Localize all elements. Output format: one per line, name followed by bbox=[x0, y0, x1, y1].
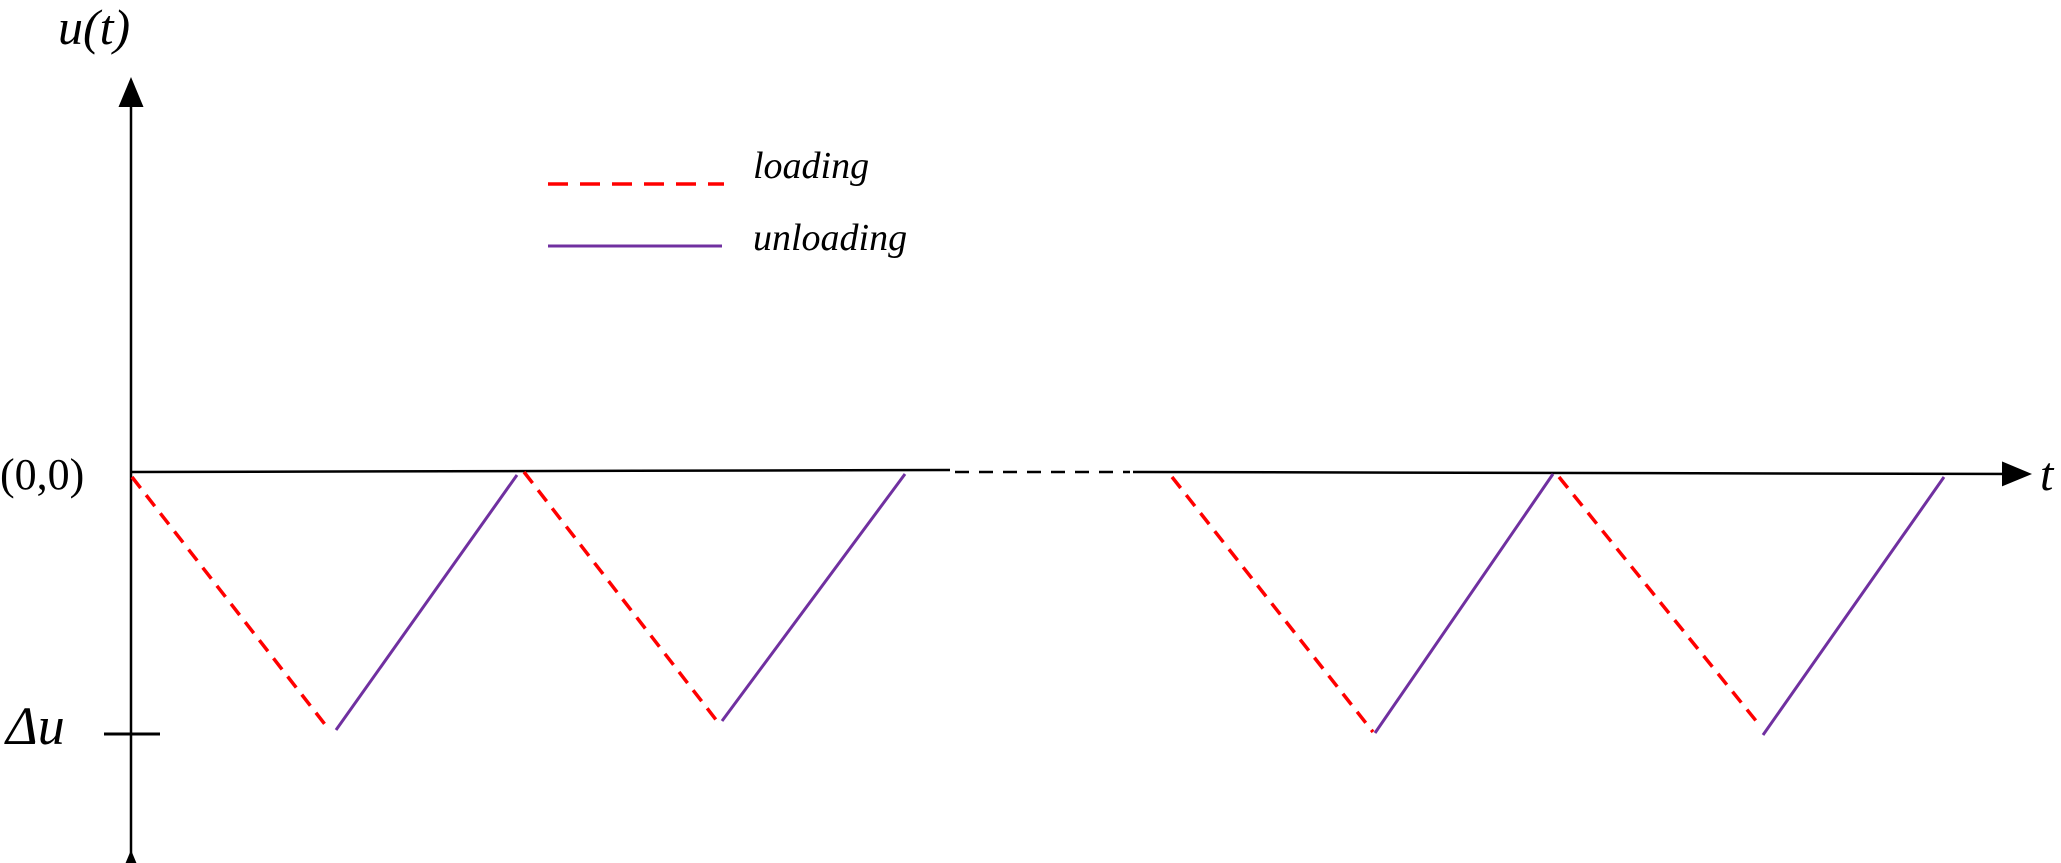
legend-loading-label: loading bbox=[753, 145, 869, 187]
x-axis-segment-left bbox=[130, 468, 951, 474]
legend-unloading-label: unloading bbox=[753, 217, 907, 259]
loading-segment-1 bbox=[130, 475, 329, 729]
unloading-segment-1 bbox=[334, 474, 519, 731]
delta-u-label: Δu bbox=[4, 696, 65, 756]
loading-segment-4 bbox=[1557, 475, 1759, 724]
unloading-segment-4 bbox=[1761, 476, 1946, 736]
unloading-segment-2 bbox=[720, 473, 907, 722]
y-axis-label: u(t) bbox=[58, 0, 130, 55]
origin-label: (0,0) bbox=[0, 450, 84, 499]
unloading-segment-3 bbox=[1373, 473, 1555, 734]
load-cycles bbox=[130, 470, 1946, 736]
loading-segment-3 bbox=[1170, 475, 1375, 734]
x-axis-segment-right bbox=[1132, 461, 2032, 487]
legend: loading unloading bbox=[548, 145, 907, 259]
loading-segment-2 bbox=[522, 470, 719, 723]
x-axis-label: t bbox=[2040, 448, 2055, 501]
